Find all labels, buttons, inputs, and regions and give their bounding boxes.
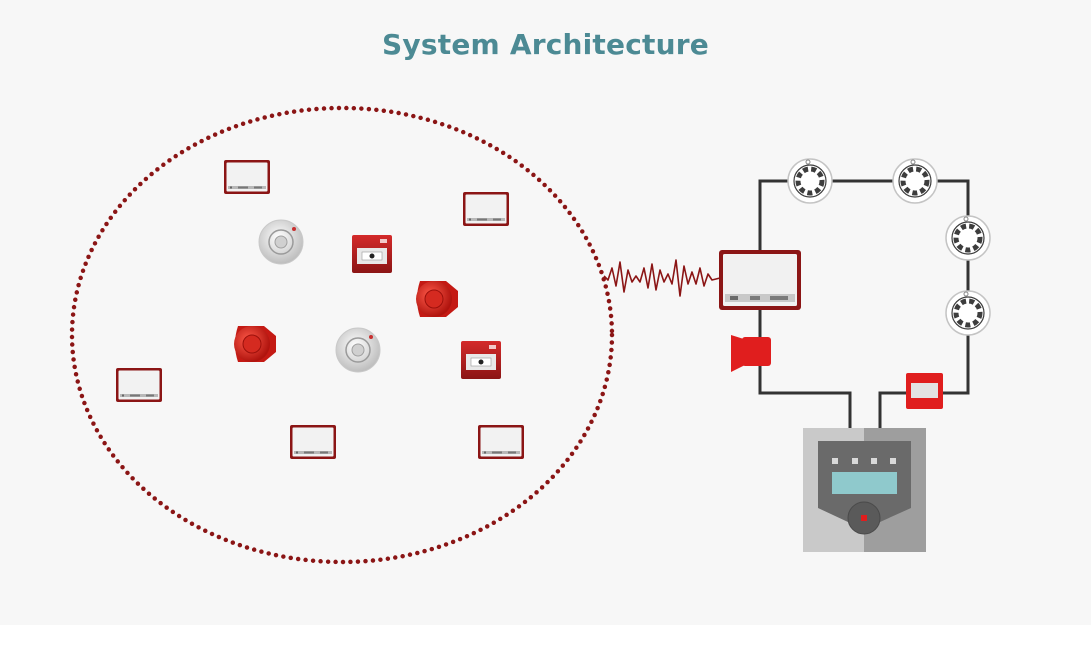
manual-call-point-icon[interactable] xyxy=(460,340,502,380)
wireless-module-icon[interactable] xyxy=(478,425,524,459)
wireless-module-icon[interactable] xyxy=(224,160,270,194)
wireless-module-icon[interactable] xyxy=(116,368,162,402)
ceiling-detector-icon[interactable] xyxy=(946,291,990,335)
ceiling-detector-icon[interactable] xyxy=(788,159,832,203)
page-title: System Architecture xyxy=(382,28,709,61)
control-panel-icon[interactable] xyxy=(803,428,926,552)
smoke-detector-icon[interactable] xyxy=(258,219,304,265)
wireless-module-icon[interactable] xyxy=(463,192,509,226)
wireless-module-icon[interactable] xyxy=(290,425,336,459)
smoke-detector-icon[interactable] xyxy=(335,327,381,373)
beacon-sounder-icon[interactable] xyxy=(731,335,771,372)
sounder-icon[interactable] xyxy=(415,280,459,318)
ceiling-detector-icon[interactable] xyxy=(893,159,937,203)
wireless-zone-boundary xyxy=(69,105,615,565)
wireless-signal xyxy=(603,259,721,297)
sounder-icon[interactable] xyxy=(233,325,277,363)
translator-module-icon[interactable] xyxy=(719,250,801,310)
ceiling-detector-icon[interactable] xyxy=(946,216,990,260)
wired-call-point-icon[interactable] xyxy=(906,373,943,409)
manual-call-point-icon[interactable] xyxy=(351,234,393,274)
